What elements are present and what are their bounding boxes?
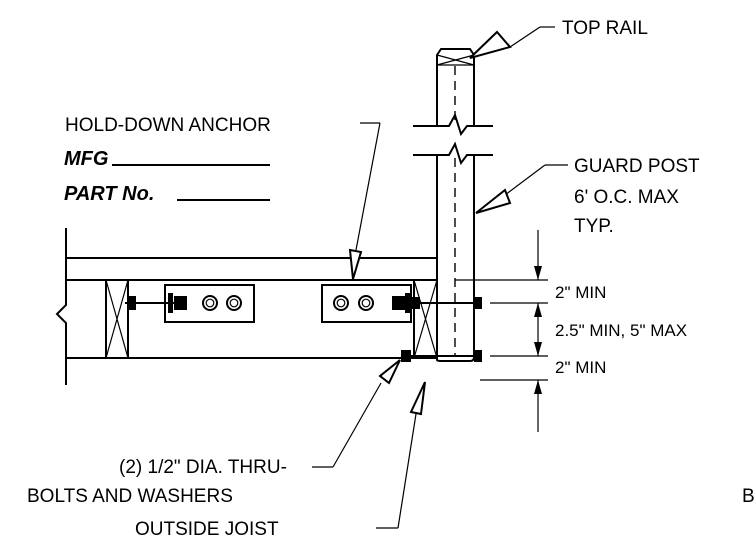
label-thru-bolts-1: (2) 1/2" DIA. THRU- [119, 457, 287, 478]
deck-framing [55, 228, 438, 385]
dimension-lines [455, 230, 548, 432]
leader-hold-down-anchor [348, 122, 381, 280]
label-part-no: PART No. [64, 183, 154, 205]
label-dim-top: 2" MIN [555, 283, 606, 302]
label-top-rail: TOP RAIL [562, 18, 648, 39]
label-guard-post-typ: TYP. [574, 216, 614, 237]
leader-top-rail [469, 26, 555, 59]
guard-post [436, 48, 475, 362]
label-guard-post: GUARD POST [574, 156, 700, 177]
label-mfg: MFG [64, 148, 108, 170]
break-line-lower [413, 141, 493, 166]
thru-bolt-upper [395, 297, 482, 309]
break-line-upper [413, 112, 493, 137]
label-outside-joist: OUTSIDE JOIST [135, 519, 279, 540]
label-thru-bolts-2: BOLTS AND WASHERS [27, 486, 233, 507]
leader-guard-post [475, 164, 568, 214]
label-edge-fragment: B [742, 486, 755, 507]
leader-thru-bolts [312, 359, 401, 468]
thru-bolt-lower [401, 350, 482, 362]
label-dim-bottom: 2" MIN [555, 358, 606, 377]
label-dim-mid: 2.5" MIN, 5" MAX [555, 321, 687, 340]
hold-down-anchor-left [125, 284, 255, 323]
label-hold-down-anchor: HOLD-DOWN ANCHOR [65, 115, 271, 136]
label-guard-post-spacing: 6' O.C. MAX [574, 187, 679, 208]
leader-outside-joist [376, 381, 426, 529]
